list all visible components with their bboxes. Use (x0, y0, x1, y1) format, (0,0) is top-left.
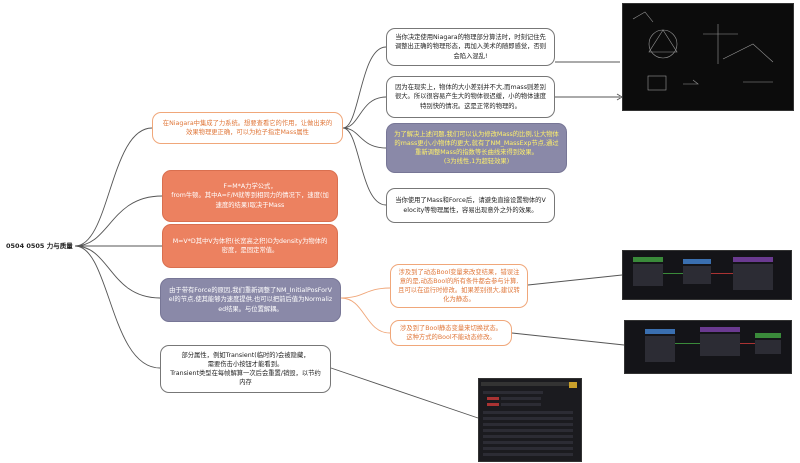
node-mass-exp: 为了解决上述问题,我们可以认为修改Mass的比例,让大物体的mass更小,小物体… (386, 123, 567, 173)
node-mass-size-difference: 因为在现实上，物体的大小差别并不大,而mass则差别很大。所以很容易产生大的物体… (386, 76, 555, 118)
root-topic: 0504 0505 力与质量 (6, 242, 73, 250)
node-dynamic-bool: 涉及到了动态Bool变量来改变结果，错误注意的是,动态Bool的所有条件都会参与… (390, 264, 528, 308)
node-physics-first: 当你决定使用Niagara的物理部分算法时，时刻记住先调整出正确的物理形态，再加… (386, 28, 555, 66)
node-transient-attributes: 部分属性，例如Transient(临时的)会被隐藏， 需要伤击小按钮才能看到。 … (160, 345, 331, 393)
chalk-sketch-icon (632, 11, 774, 91)
screenshot-node-graph-static (624, 320, 792, 374)
node-niagara-force-system: 在Niagara中集成了力系统。想要查看它的作用，让做出来的效果物理更正确，可以… (152, 112, 343, 144)
screenshot-chalkboard (622, 3, 794, 111)
screenshot-details-panel (478, 378, 582, 462)
node-mass-formula: M=V*D其中V为体积(长宽高之积)D为density为物体的密度，是固定常值。 (162, 224, 338, 268)
node-initial-pos-for-vel: 由于带有Force的原因,我们重新调整了NM_InitialPosForVel的… (160, 278, 341, 322)
node-avoid-velocity: 当你使用了Mass和Force后，请避免直接设置物体的Velocity等物理属性… (386, 188, 555, 223)
screenshot-node-graph-dynamic (622, 250, 792, 300)
node-static-bool: 涉及到了Bool静态变量来切换状态。这种方式的Bool不能动态修改。 (390, 320, 512, 346)
node-force-formula: F=M*A力学公式， from牛顿。其中A=F/M就等到相同力的情况下，速度(加… (162, 170, 338, 222)
